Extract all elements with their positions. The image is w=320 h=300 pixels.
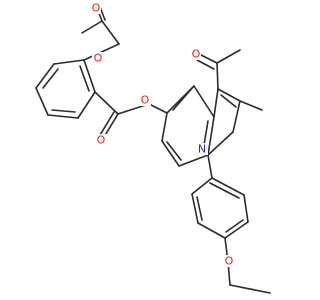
bond (83, 59, 96, 93)
bond (196, 196, 203, 221)
bond (99, 111, 115, 136)
bond (207, 116, 215, 156)
bond (42, 68, 59, 89)
atom-labels: O O O O O N O (90, 2, 235, 268)
nitrogen-atom: N (196, 143, 208, 156)
atom-label: O (225, 255, 234, 268)
bond (77, 91, 96, 119)
bond (243, 194, 249, 223)
bond (232, 100, 241, 133)
bond (166, 141, 182, 161)
bonds (35, 6, 271, 294)
bond (161, 140, 180, 167)
bond (220, 94, 237, 108)
bond (197, 222, 226, 239)
atom-label: O (192, 48, 201, 61)
atom-label: O (94, 52, 103, 65)
oxygen-atom: O (139, 94, 151, 107)
bond (79, 65, 90, 92)
bond (35, 63, 55, 89)
bond (196, 59, 215, 70)
oxygen-atom: O (92, 52, 103, 65)
bond (81, 20, 103, 34)
molecule-structure: O O O O O N O (35, 2, 271, 294)
bond (53, 59, 85, 65)
bond (211, 177, 245, 196)
bond (209, 182, 240, 199)
bond (224, 221, 249, 239)
bond (103, 113, 119, 138)
bond (191, 177, 213, 195)
bond (193, 85, 215, 118)
atom-label: O (141, 94, 150, 107)
bond (191, 193, 199, 224)
bond (101, 20, 120, 45)
bond (216, 49, 241, 64)
oxygen-atom: O (190, 48, 201, 61)
bond (239, 100, 263, 111)
bond (207, 131, 234, 156)
bond (213, 88, 219, 118)
oxygen-atom: O (95, 134, 107, 147)
bond (178, 154, 209, 167)
bond (47, 114, 79, 119)
atom-label: O (97, 134, 106, 147)
oxygen-atom: O (223, 255, 235, 268)
bond (35, 87, 49, 116)
atom-label: O (92, 2, 101, 15)
bond (148, 103, 168, 114)
bond (172, 85, 195, 111)
bond (207, 154, 213, 179)
bond (217, 88, 241, 102)
oxygen-atom: O (90, 2, 101, 15)
bond (161, 112, 168, 142)
atom-label: N (198, 143, 206, 156)
bond (216, 62, 219, 90)
bond (51, 109, 76, 113)
bond (94, 91, 119, 115)
bond (229, 284, 271, 294)
bond (225, 219, 244, 233)
